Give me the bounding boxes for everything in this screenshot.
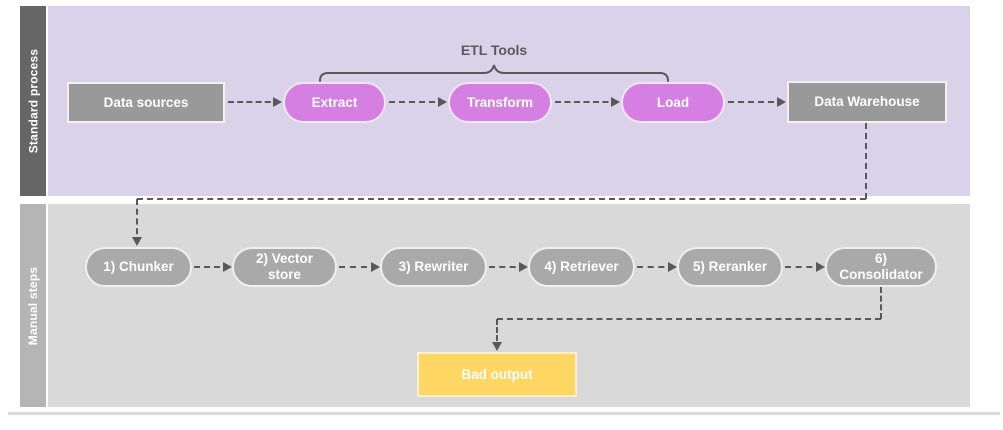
- node-reranker-label: 5) Reranker: [692, 259, 768, 275]
- lane-standard-process-label: Standard process: [26, 48, 41, 154]
- node-data-warehouse-label: Data Warehouse: [814, 94, 920, 110]
- lane-manual-steps-label: Manual steps: [26, 266, 41, 345]
- arrow-extract-transform: [389, 97, 447, 107]
- node-chunker: 1) Chunker: [85, 247, 192, 287]
- connector-warehouse-down-segment: [865, 123, 867, 199]
- node-vector-store: 2) Vector store: [232, 247, 337, 287]
- node-data-warehouse: Data Warehouse: [787, 81, 947, 123]
- node-bad-output: Bad output: [417, 352, 577, 397]
- arrow-datasources-extract: [228, 97, 282, 107]
- node-extract: Extract: [283, 82, 386, 123]
- node-transform-label: Transform: [466, 94, 534, 110]
- etl-tools-label: ETL Tools: [460, 42, 528, 58]
- node-load: Load: [621, 82, 725, 123]
- connector-consolidator-down-segment: [880, 287, 882, 319]
- connector-warehouse-across-segment: [137, 198, 866, 200]
- node-transform: Transform: [448, 82, 552, 123]
- lane-manual-steps-labelbar: Manual steps: [20, 204, 46, 407]
- bottom-divider: [8, 412, 1000, 415]
- lane-standard-process-labelbar: Standard process: [20, 6, 46, 196]
- node-consolidator-label: 6) Consolidator: [839, 251, 923, 282]
- arrow-warehouse-chunker: [132, 199, 142, 246]
- connector-consolidator-across-segment: [497, 318, 881, 320]
- arrow-reranker-consolidator: [785, 262, 825, 272]
- node-consolidator: 6) Consolidator: [825, 247, 937, 287]
- arrow-transform-load: [555, 97, 620, 107]
- node-reranker: 5) Reranker: [677, 247, 783, 287]
- node-extract-label: Extract: [311, 94, 358, 110]
- arrow-rewriter-retriever: [489, 262, 528, 272]
- node-retriever-label: 4) Retriever: [544, 259, 619, 275]
- node-data-sources: Data sources: [67, 82, 225, 123]
- arrow-retriever-reranker: [637, 262, 677, 272]
- etl-tools-brace-icon: [319, 64, 669, 82]
- arrow-vectorstore-rewriter: [339, 262, 380, 272]
- node-load-label: Load: [656, 94, 690, 110]
- node-retriever: 4) Retriever: [528, 247, 635, 287]
- arrow-consolidator-badoutput: [492, 319, 502, 351]
- arrow-load-warehouse: [728, 97, 786, 107]
- arrow-chunker-vectorstore: [194, 262, 232, 272]
- node-vector-store-label: 2) Vector store: [255, 251, 314, 282]
- node-bad-output-label: Bad output: [461, 366, 533, 382]
- node-chunker-label: 1) Chunker: [103, 259, 174, 275]
- node-rewriter: 3) Rewriter: [380, 247, 487, 287]
- node-data-sources-label: Data sources: [103, 94, 189, 110]
- node-rewriter-label: 3) Rewriter: [398, 259, 469, 275]
